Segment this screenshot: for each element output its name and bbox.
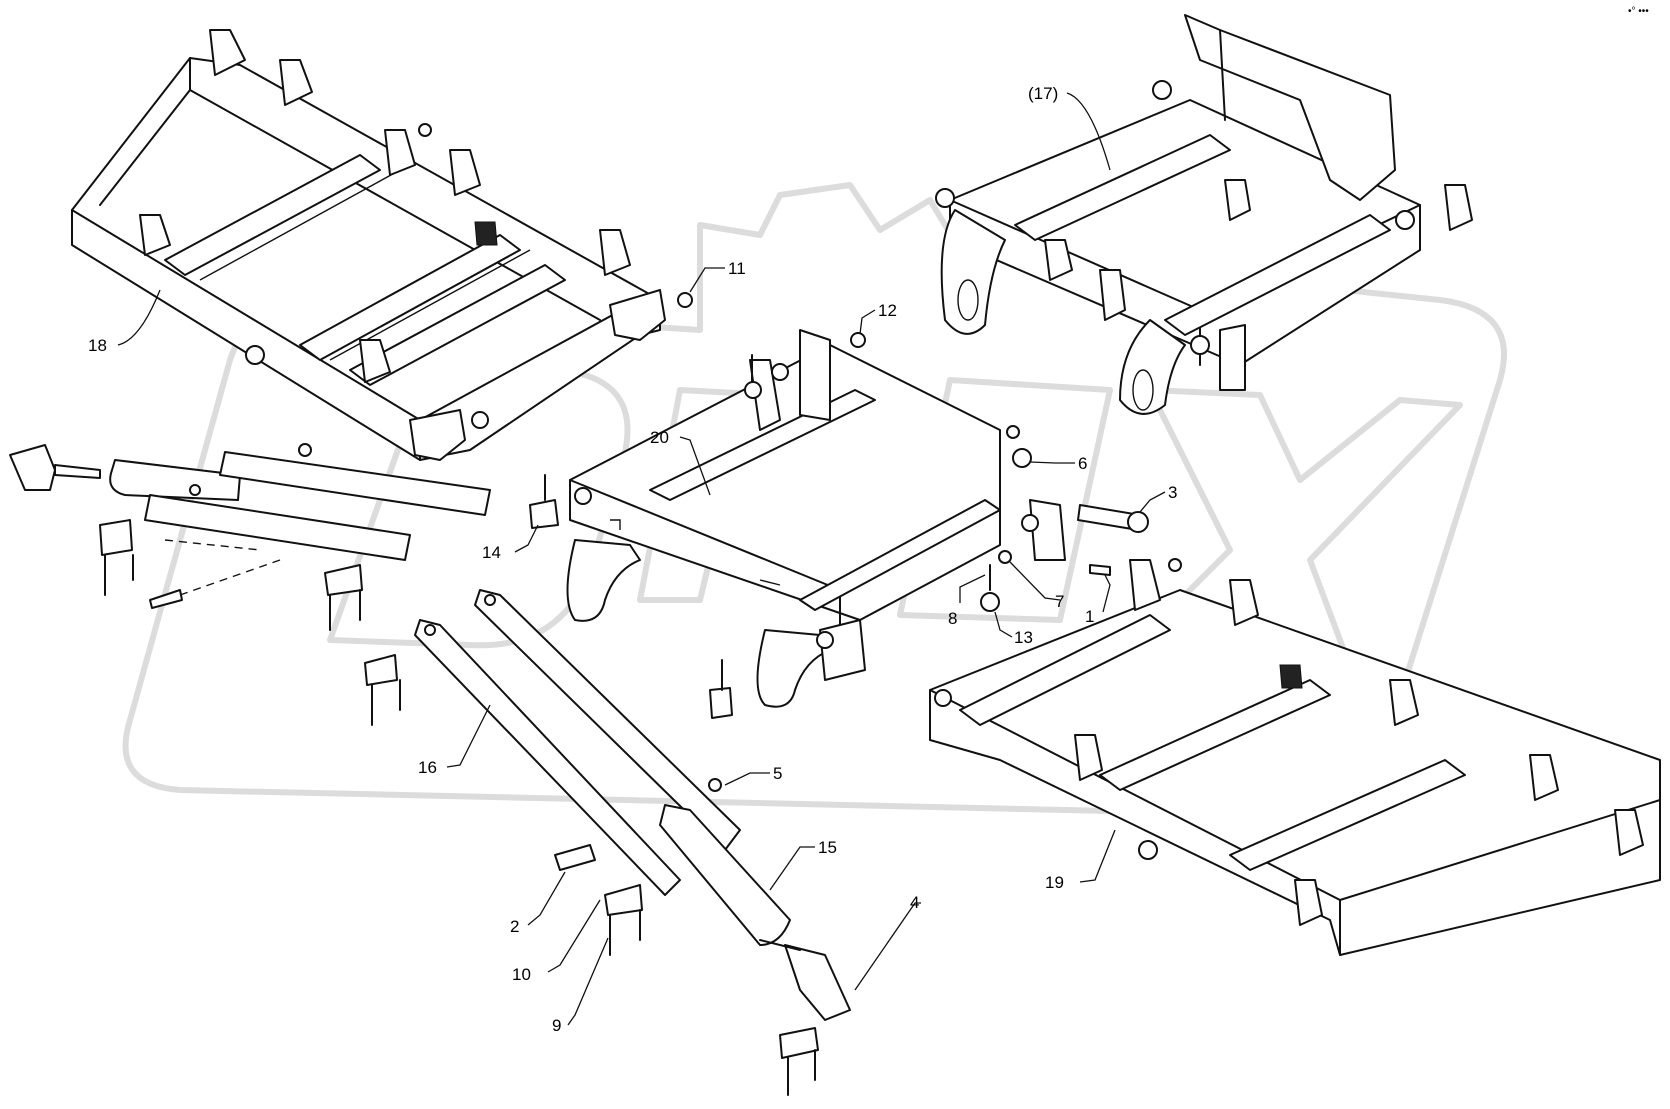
callout-10: 10 — [512, 965, 531, 984]
callout-19: 19 — [1045, 873, 1064, 892]
callout-14: 14 — [482, 543, 501, 562]
callout-7: 7 — [1055, 592, 1064, 611]
callout-15: 15 — [818, 838, 837, 857]
callout-13: 13 — [1014, 628, 1033, 647]
callout-12: 12 — [878, 301, 897, 320]
callout-11: 11 — [728, 259, 746, 278]
callout-3: 3 — [1168, 483, 1177, 502]
callout-2: 2 — [510, 917, 519, 936]
callout-17: (17) — [1028, 84, 1058, 103]
frame-18 — [71, 29, 666, 461]
callout-8: 8 — [948, 609, 957, 628]
top-link-assembly — [9, 443, 491, 726]
callout-16: 16 — [418, 758, 437, 777]
callout-20: 20 — [650, 428, 669, 447]
callout-18: 18 — [88, 336, 107, 355]
leader-lines — [117, 92, 1166, 1026]
frame-19 — [929, 558, 1661, 956]
lower-links — [414, 589, 851, 1096]
callout-labels: 18 (17) 11 12 20 6 3 1 7 8 13 14 16 5 15… — [88, 84, 1177, 1035]
center-small-parts — [529, 292, 1149, 719]
frame-20 — [566, 329, 1066, 708]
corner-mark: •° ••• — [1628, 6, 1649, 17]
callout-9: 9 — [552, 1016, 561, 1035]
callout-6: 6 — [1078, 454, 1087, 473]
callout-1: 1 — [1085, 607, 1094, 626]
callout-5: 5 — [773, 764, 782, 783]
callout-4: 4 — [910, 893, 919, 912]
frame-17 — [935, 14, 1473, 415]
